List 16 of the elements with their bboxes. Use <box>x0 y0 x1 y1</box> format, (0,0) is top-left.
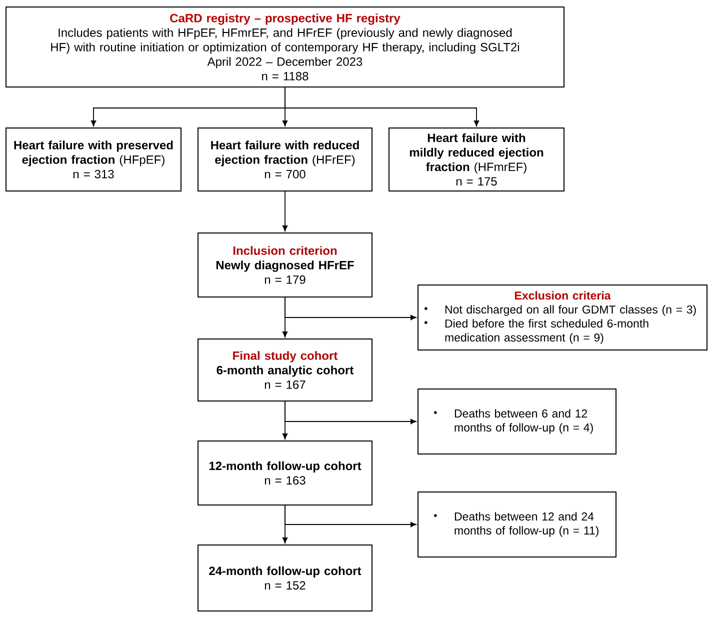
arrow <box>284 87 480 126</box>
arrow <box>284 401 416 424</box>
exclusion-box: Deaths between 6 and 12 months of follow-up (n = 4) <box>418 388 616 454</box>
process-box: Final study cohort 6-month analytic cohort n = 167 <box>198 338 372 402</box>
process-box: Inclusion criterion Newly diagnosed HFrEF n = 179 <box>198 232 372 298</box>
registry-box: CaRD registry – prospective HF registry Includes patients with HFpEF, HFmrEF, and HFrEF (previously and newly diagnosed HF) with routine initiation or optimization of contemporary HF therapy, including SGLT2i April 2022 – December 2023 n = 1188 <box>6 6 564 88</box>
process-box: Heart failure with preserved ejection fraction (HFpEF) n = 313 <box>6 128 182 192</box>
arrow <box>284 297 416 320</box>
process-box: Heart failure with mildly reduced ejection fraction (HFmrEF) n = 175 <box>388 128 564 192</box>
exclusion-box: Deaths between 12 and 24 months of follow-up (n = 11) <box>418 492 616 558</box>
process-box: Heart failure with reduced ejection fraction (HFrEF) n = 700 <box>198 128 372 192</box>
arrow <box>282 191 288 232</box>
process-box: 24-month follow-up cohort n = 152 <box>198 544 372 612</box>
process-box: 12-month follow-up cohort n = 163 <box>198 440 372 506</box>
arrow <box>284 505 416 528</box>
exclusion-box: Exclusion criteria Not discharged on all four GDMT classes (n = 3) Died before the first scheduled 6-month medication assessment (n = 9) <box>418 284 708 350</box>
